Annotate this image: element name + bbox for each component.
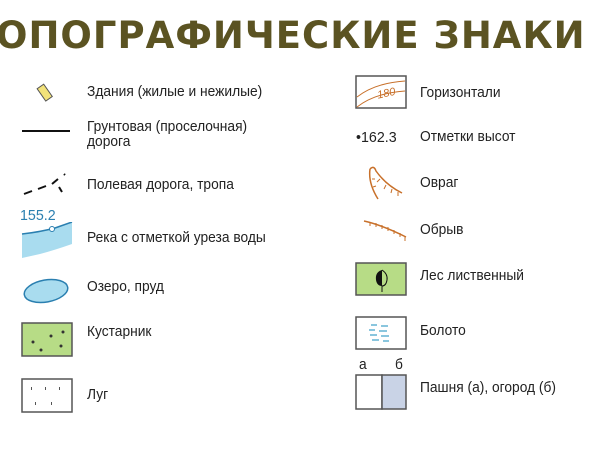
building-icon — [36, 83, 53, 102]
spot-height-value: •162.3 — [356, 129, 397, 146]
ravine-icon — [368, 166, 403, 200]
legend-label-river: Река с отметкой уреза воды — [87, 230, 266, 246]
legend-label-buildings: Здания (жилые и нежилые) — [87, 84, 263, 100]
river-icon — [21, 222, 73, 258]
cliff-icon — [363, 220, 407, 241]
legend-label-swamp: Болото — [420, 323, 466, 339]
contour-value: 180 — [376, 86, 397, 102]
field-label-a: а — [359, 357, 367, 373]
legend-label-meadow: Луг — [87, 387, 109, 403]
page-title: ОПОГРАФИЧЕСКИЕ ЗНАКИ — [0, 14, 586, 57]
legend-label-cliff: Обрыв — [420, 222, 464, 238]
legend-label-spot-heights: Отметки высот — [420, 129, 516, 145]
shrub-icon — [21, 322, 73, 357]
river-elevation: 155.2 — [20, 207, 56, 224]
garden-label-b: б — [395, 357, 403, 373]
legend-label-dirt-road: Грунтовая (проселочная) — [87, 119, 248, 135]
legend-label-ravine: Овраг — [420, 175, 459, 191]
meadow-icon — [21, 378, 73, 413]
swamp-icon — [355, 316, 407, 350]
contour-icon: 180 — [355, 75, 407, 109]
deciduous-forest-icon — [355, 262, 407, 296]
legend-label-field-garden: Пашня (а), огород (б) — [420, 380, 556, 396]
legend-label-lake: Озеро, пруд — [87, 279, 164, 295]
dirt-road-icon — [22, 130, 70, 132]
legend-label-dirt-road-2: дорога — [87, 134, 131, 150]
legend-label-contours: Горизонтали — [420, 85, 501, 101]
legend-label-field-road: Полевая дорога, тропа — [87, 177, 234, 193]
legend-label-shrub: Кустарник — [87, 324, 152, 340]
legend-label-forest: Лес лиственный — [420, 268, 524, 284]
lake-icon — [23, 278, 69, 304]
path-icon — [23, 173, 66, 195]
field-garden-icon — [355, 374, 407, 410]
